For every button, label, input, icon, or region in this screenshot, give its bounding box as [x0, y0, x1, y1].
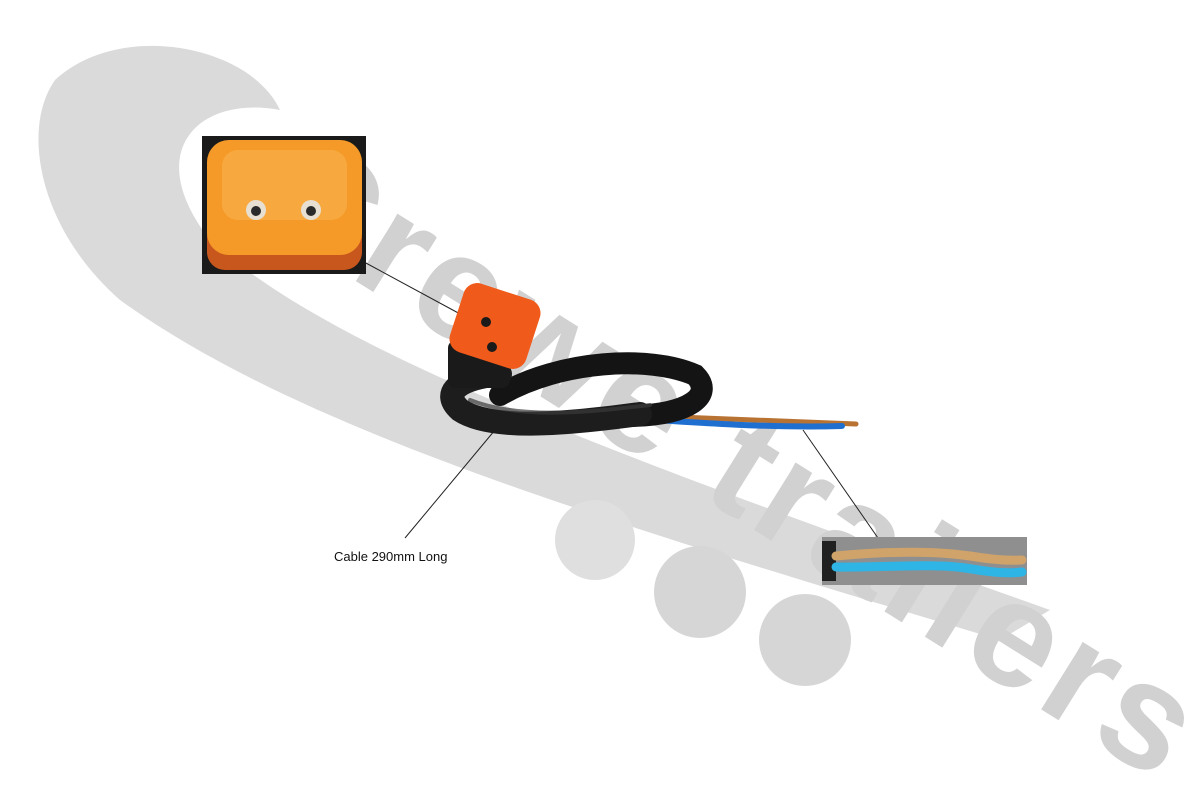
leader-line-cable [404, 429, 496, 539]
connector-body [449, 283, 541, 369]
watermark-dot [654, 546, 746, 638]
watermark-dot [759, 594, 851, 686]
connector-inset [202, 136, 366, 274]
watermark-text: Crewe trailers [233, 100, 1200, 797]
wires-inset-tan-wire [831, 547, 1027, 565]
connector-pin-hole [487, 342, 497, 352]
leader-line-connector [363, 261, 463, 316]
connector-pin-hole [481, 317, 491, 327]
leader-lines [363, 261, 879, 539]
cable-length-caption: Cable 290mm Long [334, 549, 448, 564]
cable-assembly [440, 283, 859, 436]
connector [448, 283, 541, 388]
wires-inset-sheath [822, 541, 836, 581]
connector-inset-pin-hole [251, 206, 261, 216]
cable-coil-highlight [468, 398, 652, 415]
connector-inset-pin-hole [306, 206, 316, 216]
wires-inset-blue-wire [831, 561, 1027, 578]
cable-coil-back [489, 352, 713, 427]
wires-inset [822, 537, 1027, 585]
leader-line-wires [802, 429, 879, 539]
watermark-dot [555, 500, 635, 580]
connector-inset-highlight [222, 150, 347, 220]
